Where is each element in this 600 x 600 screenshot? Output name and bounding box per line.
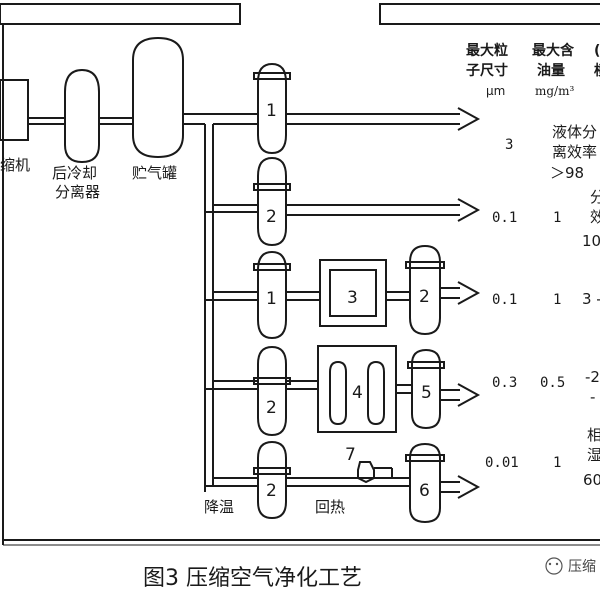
svg-text:后冷却: 后冷却 — [52, 164, 97, 182]
svg-text:1: 1 — [553, 455, 561, 471]
svg-text:贮气罐: 贮气罐 — [132, 164, 177, 182]
svg-text:离效率: 离效率 — [552, 143, 597, 161]
svg-text:0.5: 0.5 — [540, 375, 565, 391]
watermark: 压缩 — [545, 557, 596, 575]
svg-text:3: 3 — [505, 137, 513, 153]
svg-text:＞98: ＞98 — [550, 164, 584, 182]
svg-text:60: 60 — [583, 471, 600, 489]
svg-text:mg/m³: mg/m³ — [535, 84, 574, 98]
svg-text:油量: 油量 — [537, 62, 565, 79]
svg-text:-2: -2 — [585, 368, 600, 386]
svg-text:子尺寸: 子尺寸 — [466, 62, 508, 79]
top-frame-bar-left — [0, 3, 241, 25]
figure-caption: 图3 压缩空气净化工艺 — [143, 566, 362, 591]
branch-4: 2 4 5 0.3 0.5 -2 - — [205, 345, 600, 437]
reheat-label: 回热 — [315, 498, 345, 516]
svg-text:压缩: 压缩 — [568, 559, 596, 575]
table-header: 最大粒 子尺寸 μm 最大含 油量 mg/m³ ( 横 — [466, 42, 600, 98]
svg-text:4: 4 — [352, 383, 363, 403]
svg-text:最大含: 最大含 — [532, 42, 575, 59]
svg-text:2: 2 — [266, 398, 277, 418]
svg-text:0.1: 0.1 — [492, 292, 517, 308]
svg-text:3 -: 3 - — [582, 290, 600, 308]
svg-text:效: 效 — [590, 208, 600, 226]
svg-text:相: 相 — [587, 426, 600, 444]
svg-text:2: 2 — [266, 481, 277, 501]
branch-5: 2 7 6 0.01 1 相 湿 60 — [205, 426, 600, 524]
svg-text:1: 1 — [553, 292, 561, 308]
svg-text:1: 1 — [266, 101, 277, 121]
svg-text:5: 5 — [421, 383, 432, 403]
compressor: 缩机 — [0, 79, 30, 174]
branch-3: 1 3 2 0.1 1 3 - — [205, 244, 600, 340]
svg-text:液体分: 液体分 — [552, 123, 597, 141]
svg-text:2: 2 — [419, 287, 430, 307]
svg-text:μm: μm — [486, 84, 505, 98]
svg-text:7: 7 — [345, 445, 356, 465]
svg-text:3: 3 — [347, 288, 358, 308]
svg-text:-: - — [590, 388, 595, 406]
svg-text:10: 10 — [582, 232, 600, 250]
svg-text:6: 6 — [419, 481, 430, 501]
branch-1: 1 3 液体分 离效率 ＞98 — [253, 62, 597, 182]
svg-text:0.01: 0.01 — [485, 455, 519, 471]
svg-text:1: 1 — [266, 289, 277, 309]
svg-text:2: 2 — [266, 207, 277, 227]
svg-text:(: ( — [594, 43, 600, 59]
aftercooler-separator: 后冷却 分离器 — [52, 68, 100, 201]
svg-text:0.3: 0.3 — [492, 375, 517, 391]
svg-text:最大粒: 最大粒 — [466, 42, 508, 59]
air-receiver-tank: 贮气罐 — [132, 36, 184, 182]
wechat-icon — [545, 557, 563, 575]
svg-text:1: 1 — [553, 210, 561, 226]
svg-text:分: 分 — [590, 188, 600, 206]
svg-text:0.1: 0.1 — [492, 210, 517, 226]
svg-text:横: 横 — [594, 62, 600, 79]
svg-text:缩机: 缩机 — [0, 156, 30, 174]
cooling-label: 降温 — [204, 498, 234, 516]
top-frame-bar-right — [379, 3, 600, 25]
svg-text:分离器: 分离器 — [55, 183, 100, 201]
svg-text:湿: 湿 — [587, 446, 600, 464]
branch-2: 2 0.1 1 分 效 10 — [205, 156, 600, 250]
